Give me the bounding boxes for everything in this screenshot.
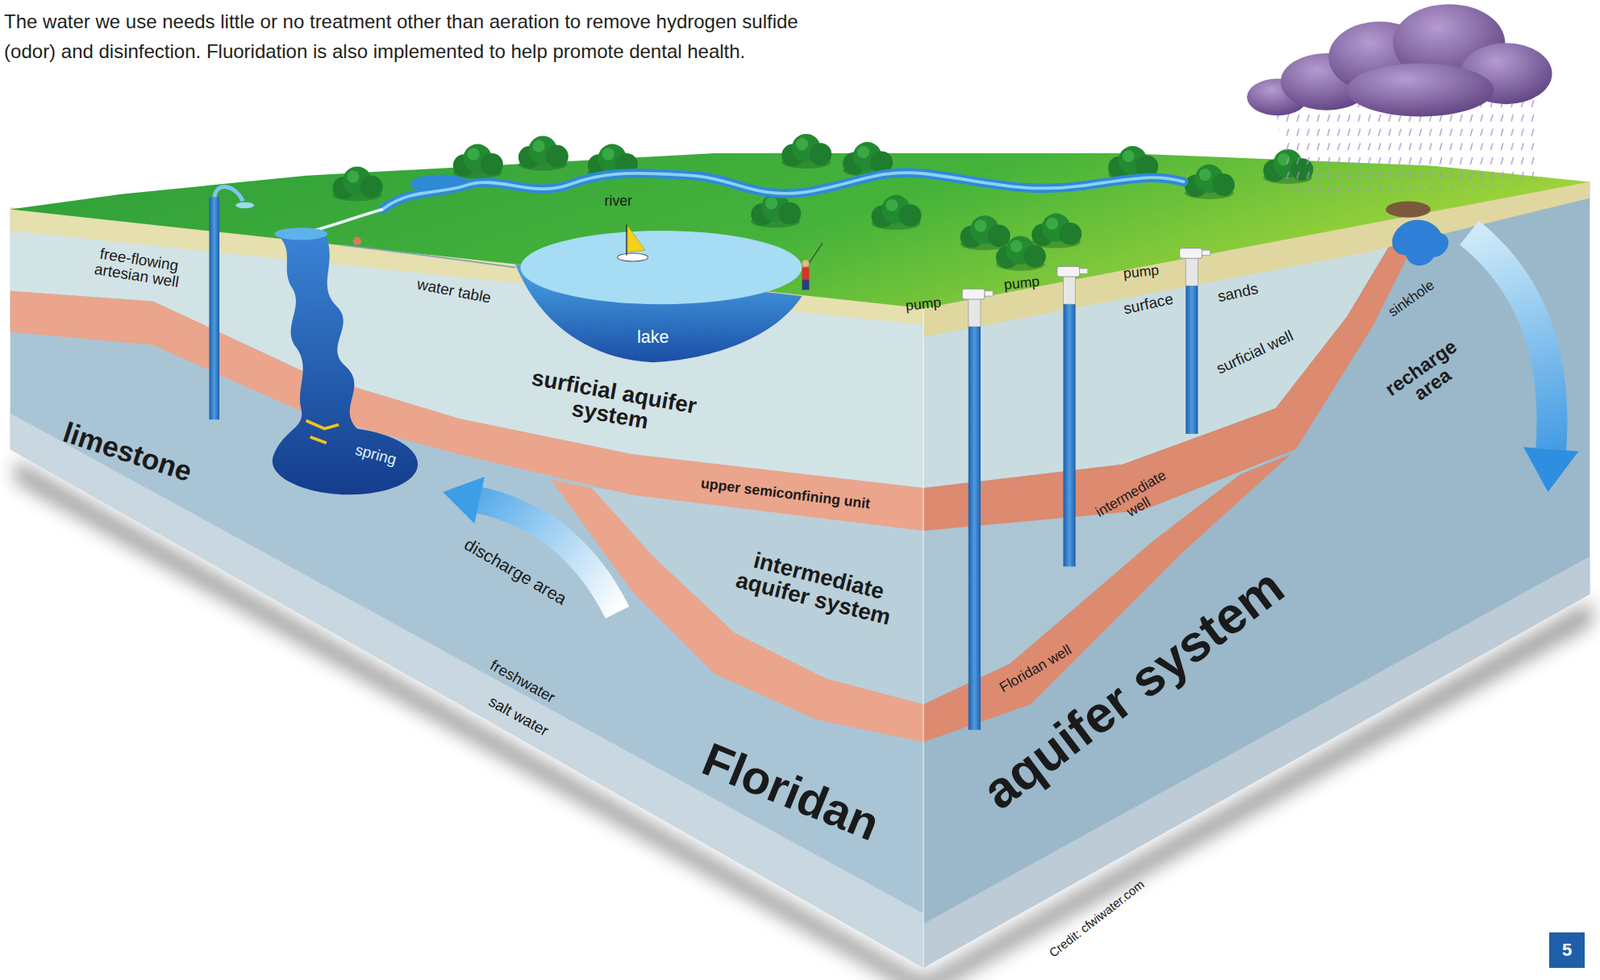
floridan-layer: [923, 181, 1590, 967]
discharge-arrowhead: [442, 476, 485, 524]
floridan-well-pipe: [968, 326, 981, 730]
river: [382, 172, 1184, 210]
pump-spout: [1079, 268, 1088, 274]
aquifer-title: Floridan: [695, 733, 887, 849]
sailboat-hull: [617, 253, 649, 262]
fisherman-head: [802, 259, 810, 267]
recharge-arrowhead: [1523, 446, 1579, 492]
tree: [332, 166, 383, 201]
sinkhole-depression: [1385, 200, 1431, 217]
pump-label: pump: [1003, 273, 1041, 292]
pump-label: pump: [904, 295, 942, 314]
lake-surface: [520, 230, 802, 305]
spring-conduit: [272, 233, 418, 496]
artesian-spout: [214, 187, 243, 202]
artesian-well-pipe: [208, 196, 220, 420]
lake: [515, 225, 823, 363]
tree: [995, 235, 1046, 271]
tree: [1031, 213, 1082, 249]
cloud: [1346, 63, 1494, 117]
well-label: free-flowing artesian well: [78, 242, 197, 293]
well-label: surficial well: [1214, 327, 1296, 377]
tree: [518, 135, 569, 171]
swimmer: [353, 237, 362, 246]
pump-shaft: [968, 295, 981, 327]
rain-cloud: [1246, 4, 1552, 194]
rock-label: limestone: [59, 416, 196, 487]
tree: [960, 215, 1011, 250]
pump-label: pump: [1122, 262, 1160, 281]
salt-water-layer: [10, 413, 924, 968]
feature-label: sinkhole: [1385, 276, 1438, 319]
pump-spout: [984, 291, 993, 296]
feature-label: lake: [637, 327, 669, 346]
intermediate-well-pipe: [1062, 304, 1075, 567]
recharge-arrow: [1469, 233, 1552, 450]
artesian-pool: [235, 202, 255, 209]
fisherman-legs: [802, 279, 810, 291]
pump-head: [1179, 248, 1203, 259]
divers: [306, 420, 339, 443]
layer-label: sands: [1216, 280, 1260, 305]
sinkhole-water: [1391, 219, 1449, 266]
tree: [781, 133, 832, 169]
fisherman: [802, 267, 810, 280]
water-table-line: [341, 245, 516, 268]
tree: [453, 144, 504, 180]
aquifer-label: intermediate aquifer system: [723, 541, 909, 631]
wells: [208, 187, 1210, 730]
flow-arrows: [442, 233, 1579, 613]
aquifer-label: surficial aquifer system: [497, 360, 727, 446]
spring: [272, 227, 418, 495]
sinkhole: [1385, 200, 1449, 266]
credit-note: Credit: cfwiwater.com: [1046, 877, 1147, 959]
page-number-box: 5: [1549, 932, 1585, 968]
floridan-layer: [10, 209, 924, 968]
flow-label: recharge area: [1375, 331, 1478, 421]
page-number: 5: [1562, 939, 1572, 961]
surficial-well-pipe: [1185, 285, 1198, 434]
river-highlight: [382, 172, 1184, 210]
pump-shaft: [1185, 254, 1198, 286]
aquifer-title: aquifer system: [972, 558, 1293, 819]
upper-confining-band: [10, 291, 924, 531]
spring-pool: [274, 227, 328, 240]
block-edge: [922, 308, 925, 967]
intro-paragraph: The water we use needs little or no trea…: [4, 6, 806, 67]
feature-label: spring: [353, 441, 398, 469]
tree: [750, 192, 801, 228]
layer-label: upper semiconfining unit: [700, 475, 871, 512]
flow-label: discharge area: [461, 534, 570, 609]
sailboat-mast: [625, 225, 628, 256]
pump-shaft: [1062, 273, 1075, 305]
well-label: intermediate well: [1087, 463, 1183, 537]
pump-head: [1057, 266, 1080, 277]
sailboat-sail: [627, 225, 646, 253]
feature-label: river: [604, 193, 633, 209]
feature-label: water table: [416, 275, 493, 306]
left-face: [10, 207, 924, 968]
pump-head: [962, 288, 985, 300]
right-face: [923, 181, 1590, 967]
well-label: Floridan well: [997, 641, 1075, 696]
tree: [1184, 164, 1235, 200]
layer-label: surface: [1121, 291, 1175, 317]
pump-spout: [1202, 250, 1211, 255]
tree: [871, 195, 922, 230]
